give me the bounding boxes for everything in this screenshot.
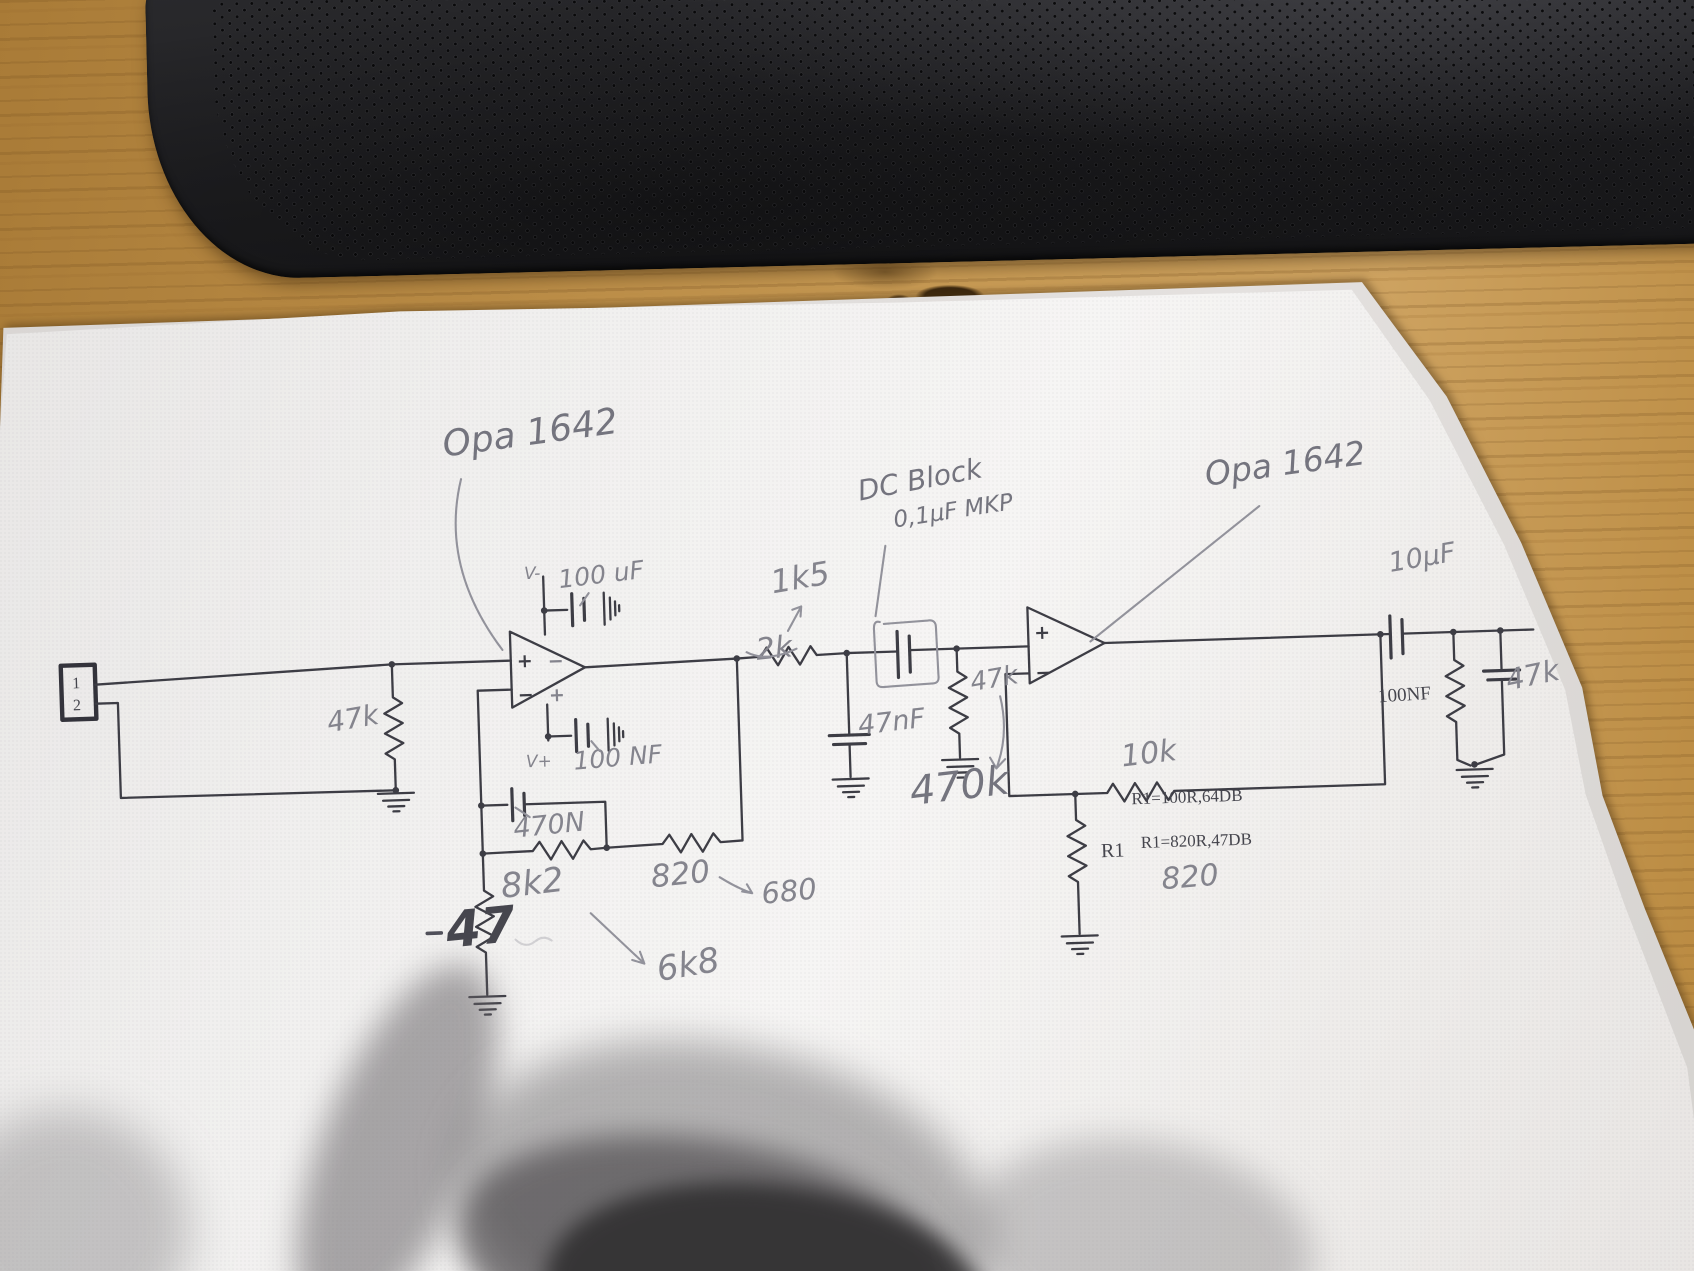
resistor-gain-r1 bbox=[1066, 792, 1088, 936]
opamp1-plus: + bbox=[516, 650, 533, 672]
label-r1-note2: R1=820R,47DB bbox=[1140, 829, 1252, 851]
connector-pin2-label: 2 bbox=[73, 697, 82, 714]
wire-output bbox=[1103, 628, 1535, 645]
opamp1-alt-plus: + bbox=[549, 684, 566, 706]
wire-input-signal bbox=[94, 659, 512, 686]
label-opamp2-type: Opa 1642 bbox=[1202, 433, 1367, 494]
wire-output-cap bbox=[1475, 629, 1506, 766]
resistor-output-shunt bbox=[1444, 630, 1472, 767]
opamp2-plus: + bbox=[1034, 622, 1051, 644]
tick-v-neg-cap bbox=[579, 592, 590, 607]
label-feedback-changed-47: 47 bbox=[442, 895, 518, 960]
label-shunt-47k: 47k bbox=[968, 660, 1021, 698]
wire-dc-block bbox=[845, 647, 958, 655]
resistor-feedback-10k bbox=[1074, 634, 1387, 803]
printed-circuit: 1 2 + − − + bbox=[58, 575, 1535, 1017]
wire-to-opamp2 bbox=[955, 645, 1030, 650]
label-series-820: 820 bbox=[649, 853, 712, 895]
label-series-alt-680: 680 bbox=[760, 871, 819, 910]
label-opamp1-type: Opa 1642 bbox=[440, 401, 620, 466]
resistor-shunt-47k bbox=[947, 647, 969, 759]
ground-output bbox=[1455, 767, 1495, 790]
label-feedback-8k2: 8k2 bbox=[499, 860, 566, 907]
pointer-opamp1 bbox=[454, 478, 504, 651]
label-coupling-10uF: 10µF bbox=[1386, 537, 1458, 579]
label-shunt-47nF: 47nF bbox=[856, 703, 927, 742]
opamp2-symbol bbox=[1026, 606, 1106, 685]
wire-input-return bbox=[94, 701, 397, 800]
label-r1-note1: R1=100R,64DB bbox=[1131, 786, 1243, 808]
label-v-pos: V+ bbox=[526, 751, 552, 772]
ground-input bbox=[376, 791, 416, 814]
label-shunt-changed-470k: 470k bbox=[907, 757, 1013, 815]
arrow-to-470k bbox=[989, 695, 1007, 770]
wire-opamp1-inverting bbox=[476, 688, 513, 855]
label-r1-ref: R1 bbox=[1101, 839, 1125, 862]
arrow-to-680 bbox=[718, 876, 754, 895]
resistor-series-2k bbox=[583, 645, 848, 669]
resistor-input-shunt bbox=[383, 663, 405, 792]
ground-vneg bbox=[602, 591, 621, 626]
opamp1-alt-minus: − bbox=[547, 650, 564, 672]
input-connector-box bbox=[58, 662, 99, 722]
label-input-shunt: 47k bbox=[325, 698, 383, 740]
wire-opamp2-inverting bbox=[1004, 672, 1077, 798]
label-series-old-2k: 2k bbox=[754, 629, 795, 668]
ground-shunt-cap bbox=[831, 777, 871, 799]
pointer-dc-block bbox=[874, 544, 887, 618]
tick-v-pos-cap bbox=[590, 740, 601, 752]
tick-feedback-cap bbox=[514, 806, 531, 819]
resistor-feedback-820 bbox=[605, 657, 744, 854]
label-v-neg: V- bbox=[524, 564, 541, 585]
label-v-neg-cap: 100 uF bbox=[557, 555, 646, 594]
scribble-erased bbox=[514, 936, 553, 946]
arrow-to-1k5 bbox=[786, 605, 803, 632]
pointer-opamp2 bbox=[1089, 505, 1261, 643]
label-output-shunt-cap: 100NF bbox=[1377, 683, 1431, 707]
label-v-pos-cap: 100 NF bbox=[572, 739, 663, 775]
resistor-ground-leg bbox=[474, 852, 496, 996]
label-series-new-1k5: 1k5 bbox=[768, 554, 833, 602]
label-output-shunt-47k: 47k bbox=[1503, 653, 1564, 698]
label-feedback-10k: 10k bbox=[1119, 733, 1180, 775]
opamp1-minus: − bbox=[518, 684, 535, 706]
dc-block-box bbox=[872, 619, 940, 689]
label-ground-alt-6k8: 6k8 bbox=[654, 940, 723, 990]
opamp1-symbol bbox=[508, 630, 587, 709]
wire-vneg bbox=[541, 575, 569, 636]
wire-feedback-cap bbox=[480, 800, 608, 849]
connector-pin1-label: 1 bbox=[72, 675, 81, 692]
resistor-feedback-8k2 bbox=[481, 839, 608, 861]
ground-r1 bbox=[1060, 934, 1100, 956]
opamp2-minus: − bbox=[1035, 662, 1052, 684]
arrow-to-6k8 bbox=[589, 912, 646, 965]
label-r1-changed-820: 820 bbox=[1160, 858, 1220, 898]
wire-shunt-cap bbox=[845, 651, 852, 779]
strike-2k bbox=[745, 647, 798, 658]
